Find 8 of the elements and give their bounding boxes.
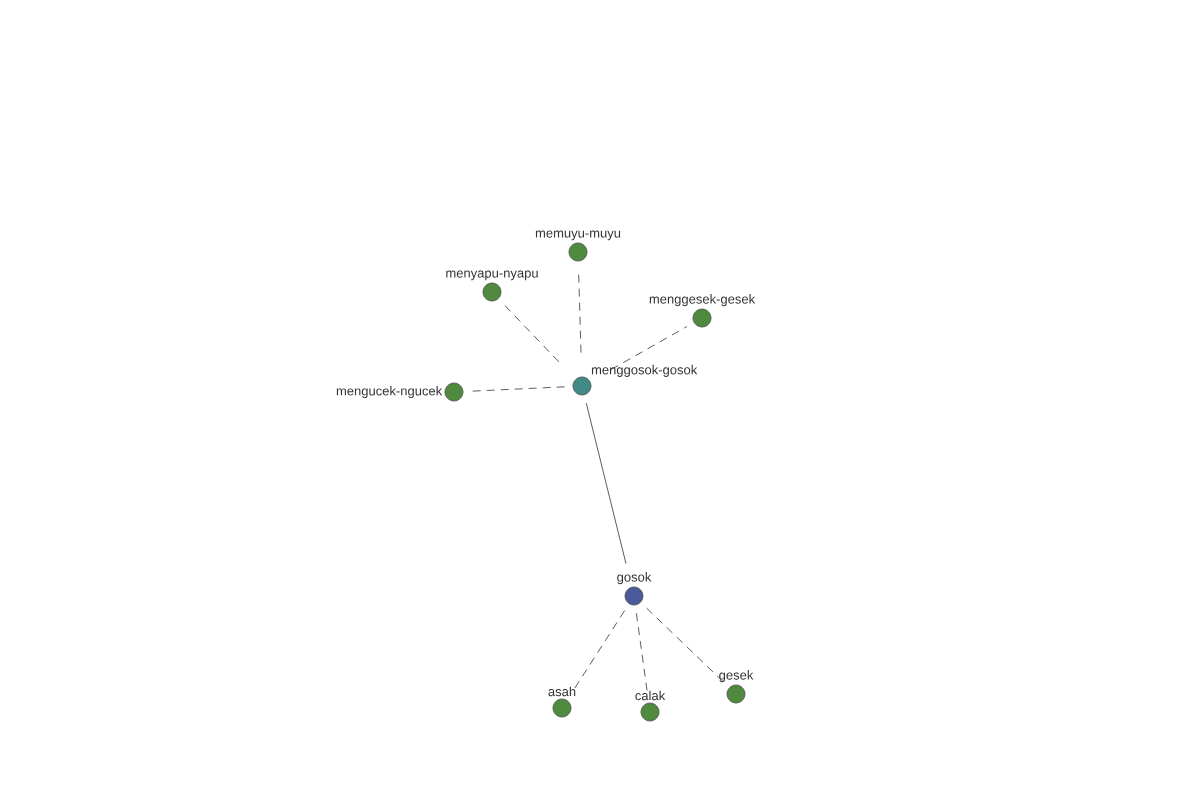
connector-line — [585, 402, 627, 564]
connector-line — [503, 304, 560, 363]
connector-line — [636, 612, 649, 696]
connector-line — [571, 610, 625, 694]
connector-line — [578, 269, 582, 354]
connector-line — [646, 607, 724, 683]
connector-line — [471, 386, 565, 392]
connector-line — [610, 326, 688, 370]
